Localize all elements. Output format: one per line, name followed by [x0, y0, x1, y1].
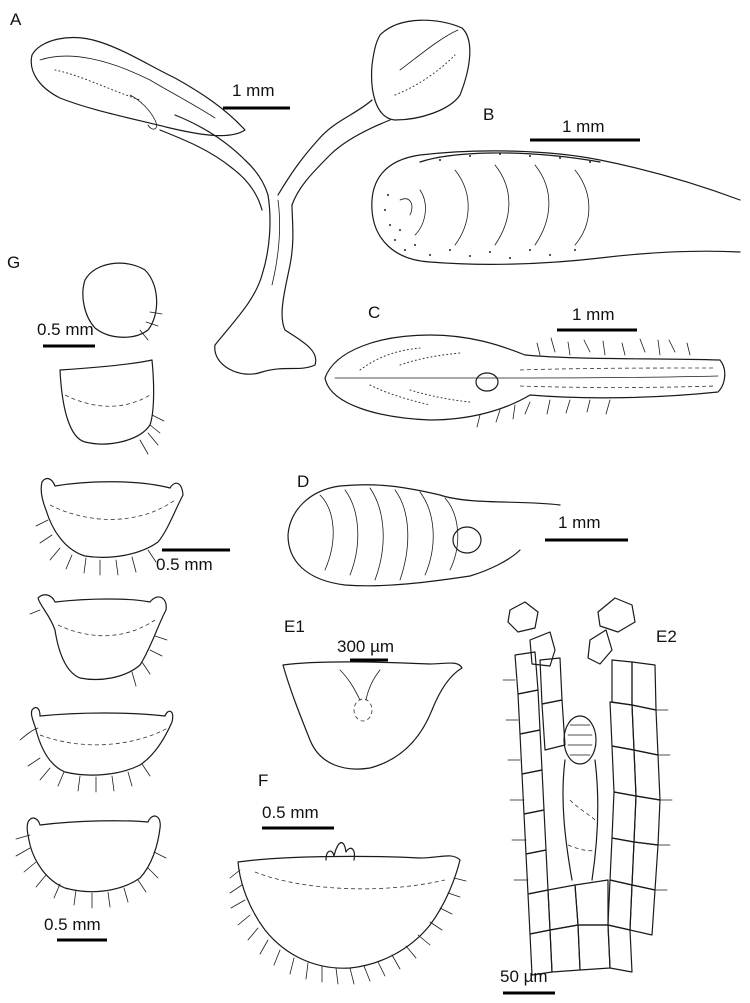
panel-g-item-6 — [26, 815, 161, 893]
panel-g-scale-label-3: 0.5 mm — [44, 915, 101, 934]
panel-a-hypocotyl — [214, 194, 317, 375]
panel-g-item-2 — [59, 359, 155, 445]
panel-a-right-cotyledon — [371, 19, 471, 121]
panel-a-left-cotyledon — [30, 36, 246, 137]
panel-f-label: F — [258, 771, 268, 790]
panel-e2: E2 — [500, 597, 677, 995]
panel-d-outline — [287, 484, 561, 587]
panel-a-scale-label: 1 mm — [232, 81, 275, 100]
panel-g-label: G — [7, 253, 20, 272]
panel-c-label: C — [368, 303, 380, 322]
panel-e1: E1 300 µm — [282, 617, 463, 770]
panel-d-label: D — [297, 472, 309, 491]
panel-a: A 1 mm — [10, 10, 471, 375]
panel-b-scale-label: 1 mm — [562, 117, 605, 136]
panel-a-label: A — [10, 10, 22, 29]
panel-e1-label: E1 — [284, 617, 305, 636]
panel-e1-scale-label: 300 µm — [337, 637, 394, 656]
panel-g-item-3 — [40, 477, 184, 558]
panel-b: B 1 mm — [371, 105, 741, 265]
panel-b-outline — [371, 150, 741, 265]
panel-e2-cells — [514, 651, 661, 976]
panel-g: G 0.5 mm — [7, 253, 230, 942]
panel-g-item-4 — [37, 594, 167, 681]
panel-b-stippling — [384, 153, 591, 259]
panel-e1-outline — [282, 661, 463, 770]
panel-e2-scale-label: 50 µm — [500, 967, 548, 986]
panel-e2-edge-ticks — [502, 679, 673, 891]
panel-g-scale-label-1: 0.5 mm — [37, 320, 94, 339]
panel-f-scale-label: 0.5 mm — [262, 803, 319, 822]
panel-c-scale-label: 1 mm — [572, 305, 615, 324]
panel-e2-label: E2 — [656, 627, 677, 646]
panel-g-item-1 — [82, 262, 158, 338]
panel-f: F 0.5 mm — [229, 771, 467, 985]
panel-f-outline — [237, 855, 461, 969]
panel-c-hairs — [476, 337, 691, 428]
panel-g-item-5 — [30, 706, 174, 776]
panel-b-label: B — [483, 105, 494, 124]
panel-f-hairs — [229, 869, 467, 985]
panel-c-outline — [324, 334, 726, 421]
panel-d: D 1 mm — [287, 472, 628, 587]
panel-g-scale-label-2: 0.5 mm — [156, 555, 213, 574]
panel-d-scale-label: 1 mm — [558, 513, 601, 532]
panel-c: C 1 mm — [324, 303, 726, 428]
